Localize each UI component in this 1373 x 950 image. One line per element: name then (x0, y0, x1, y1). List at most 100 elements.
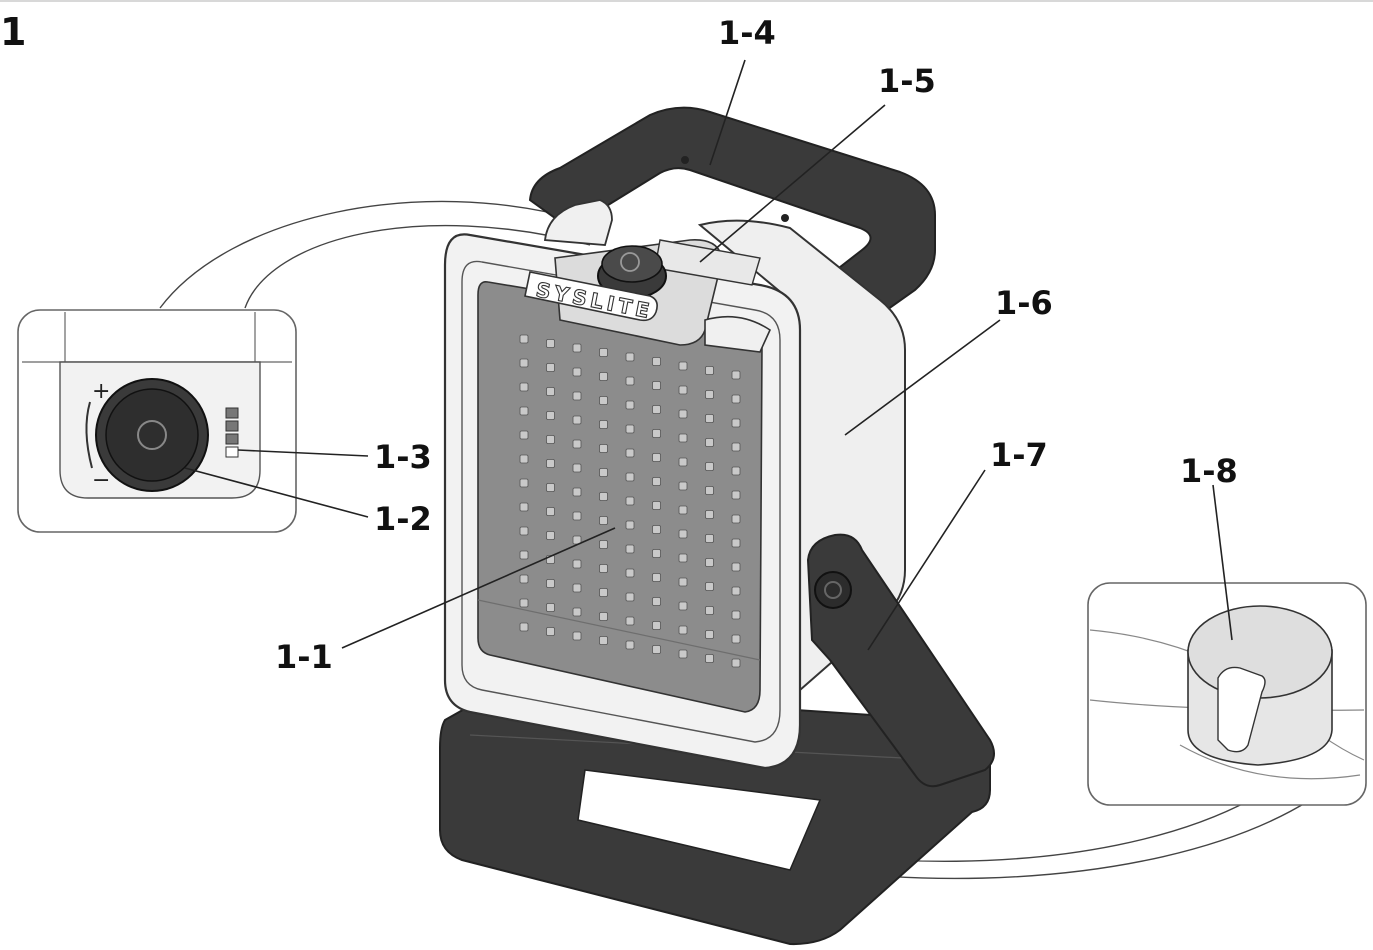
led (546, 603, 555, 612)
led (519, 598, 529, 608)
led (625, 376, 635, 386)
led (625, 568, 635, 578)
led (599, 468, 608, 477)
callout-1-7: 1-7 (990, 436, 1048, 474)
led (705, 654, 714, 663)
led (625, 448, 635, 458)
led (599, 396, 608, 405)
led (546, 531, 555, 540)
led (599, 612, 608, 621)
led (599, 540, 608, 549)
led (705, 558, 714, 567)
led (519, 550, 529, 560)
led (652, 453, 661, 462)
led (731, 586, 741, 596)
led (625, 616, 635, 626)
callout-1-6: 1-6 (995, 284, 1053, 322)
callout-1-8: 1-8 (1180, 452, 1238, 490)
led (572, 511, 582, 521)
led (519, 622, 529, 632)
led (705, 462, 714, 471)
led (705, 414, 714, 423)
led (731, 490, 741, 500)
led (731, 610, 741, 620)
led (652, 501, 661, 510)
led (652, 429, 661, 438)
led (625, 424, 635, 434)
led (705, 606, 714, 615)
led (731, 418, 741, 428)
inset-foot-detail (1087, 582, 1367, 806)
led (519, 526, 529, 536)
callout-1-4: 1-4 (718, 14, 776, 52)
led (519, 454, 529, 464)
led-grid (519, 334, 741, 668)
led (519, 430, 529, 440)
led (652, 549, 661, 558)
led (572, 415, 582, 425)
led (678, 577, 688, 587)
dial-plus-label: + (92, 379, 110, 404)
led (625, 352, 635, 362)
led (625, 496, 635, 506)
led (599, 372, 608, 381)
led (652, 381, 661, 390)
led (705, 438, 714, 447)
led (652, 405, 661, 414)
led (519, 406, 529, 416)
led (572, 463, 582, 473)
inset-connector-dial (159, 200, 581, 309)
figure-number: 1 (0, 10, 27, 54)
led (519, 382, 529, 392)
led (599, 636, 608, 645)
led (546, 387, 555, 396)
led (652, 357, 661, 366)
led (678, 625, 688, 635)
led (625, 592, 635, 602)
led (705, 486, 714, 495)
stand-arm (806, 533, 995, 788)
led (546, 507, 555, 516)
led (546, 459, 555, 468)
led (546, 627, 555, 636)
dial-minus-label: − (92, 468, 110, 493)
inset-dial-detail: + − (17, 309, 297, 533)
led (678, 601, 688, 611)
led (599, 564, 608, 573)
led (625, 640, 635, 650)
led (625, 400, 635, 410)
led (652, 597, 661, 606)
led (519, 502, 529, 512)
led (705, 510, 714, 519)
led (599, 516, 608, 525)
led (678, 385, 688, 395)
led (705, 534, 714, 543)
led (572, 367, 582, 377)
led (731, 658, 741, 668)
led (678, 409, 688, 419)
led (705, 582, 714, 591)
led (572, 487, 582, 497)
led (678, 649, 688, 659)
led (546, 435, 555, 444)
led (678, 361, 688, 371)
led (731, 514, 741, 524)
led (705, 390, 714, 399)
led (519, 334, 529, 344)
led (705, 630, 714, 639)
led (546, 363, 555, 372)
led (572, 439, 582, 449)
led (546, 411, 555, 420)
led (572, 607, 582, 617)
led (731, 538, 741, 548)
top-cap: SYSLITE (524, 199, 772, 353)
led (731, 634, 741, 644)
callout-1-5: 1-5 (878, 62, 936, 100)
inset-connector-dial-inner (244, 224, 591, 309)
led (678, 457, 688, 467)
led (599, 492, 608, 501)
led (652, 573, 661, 582)
led (731, 442, 741, 452)
